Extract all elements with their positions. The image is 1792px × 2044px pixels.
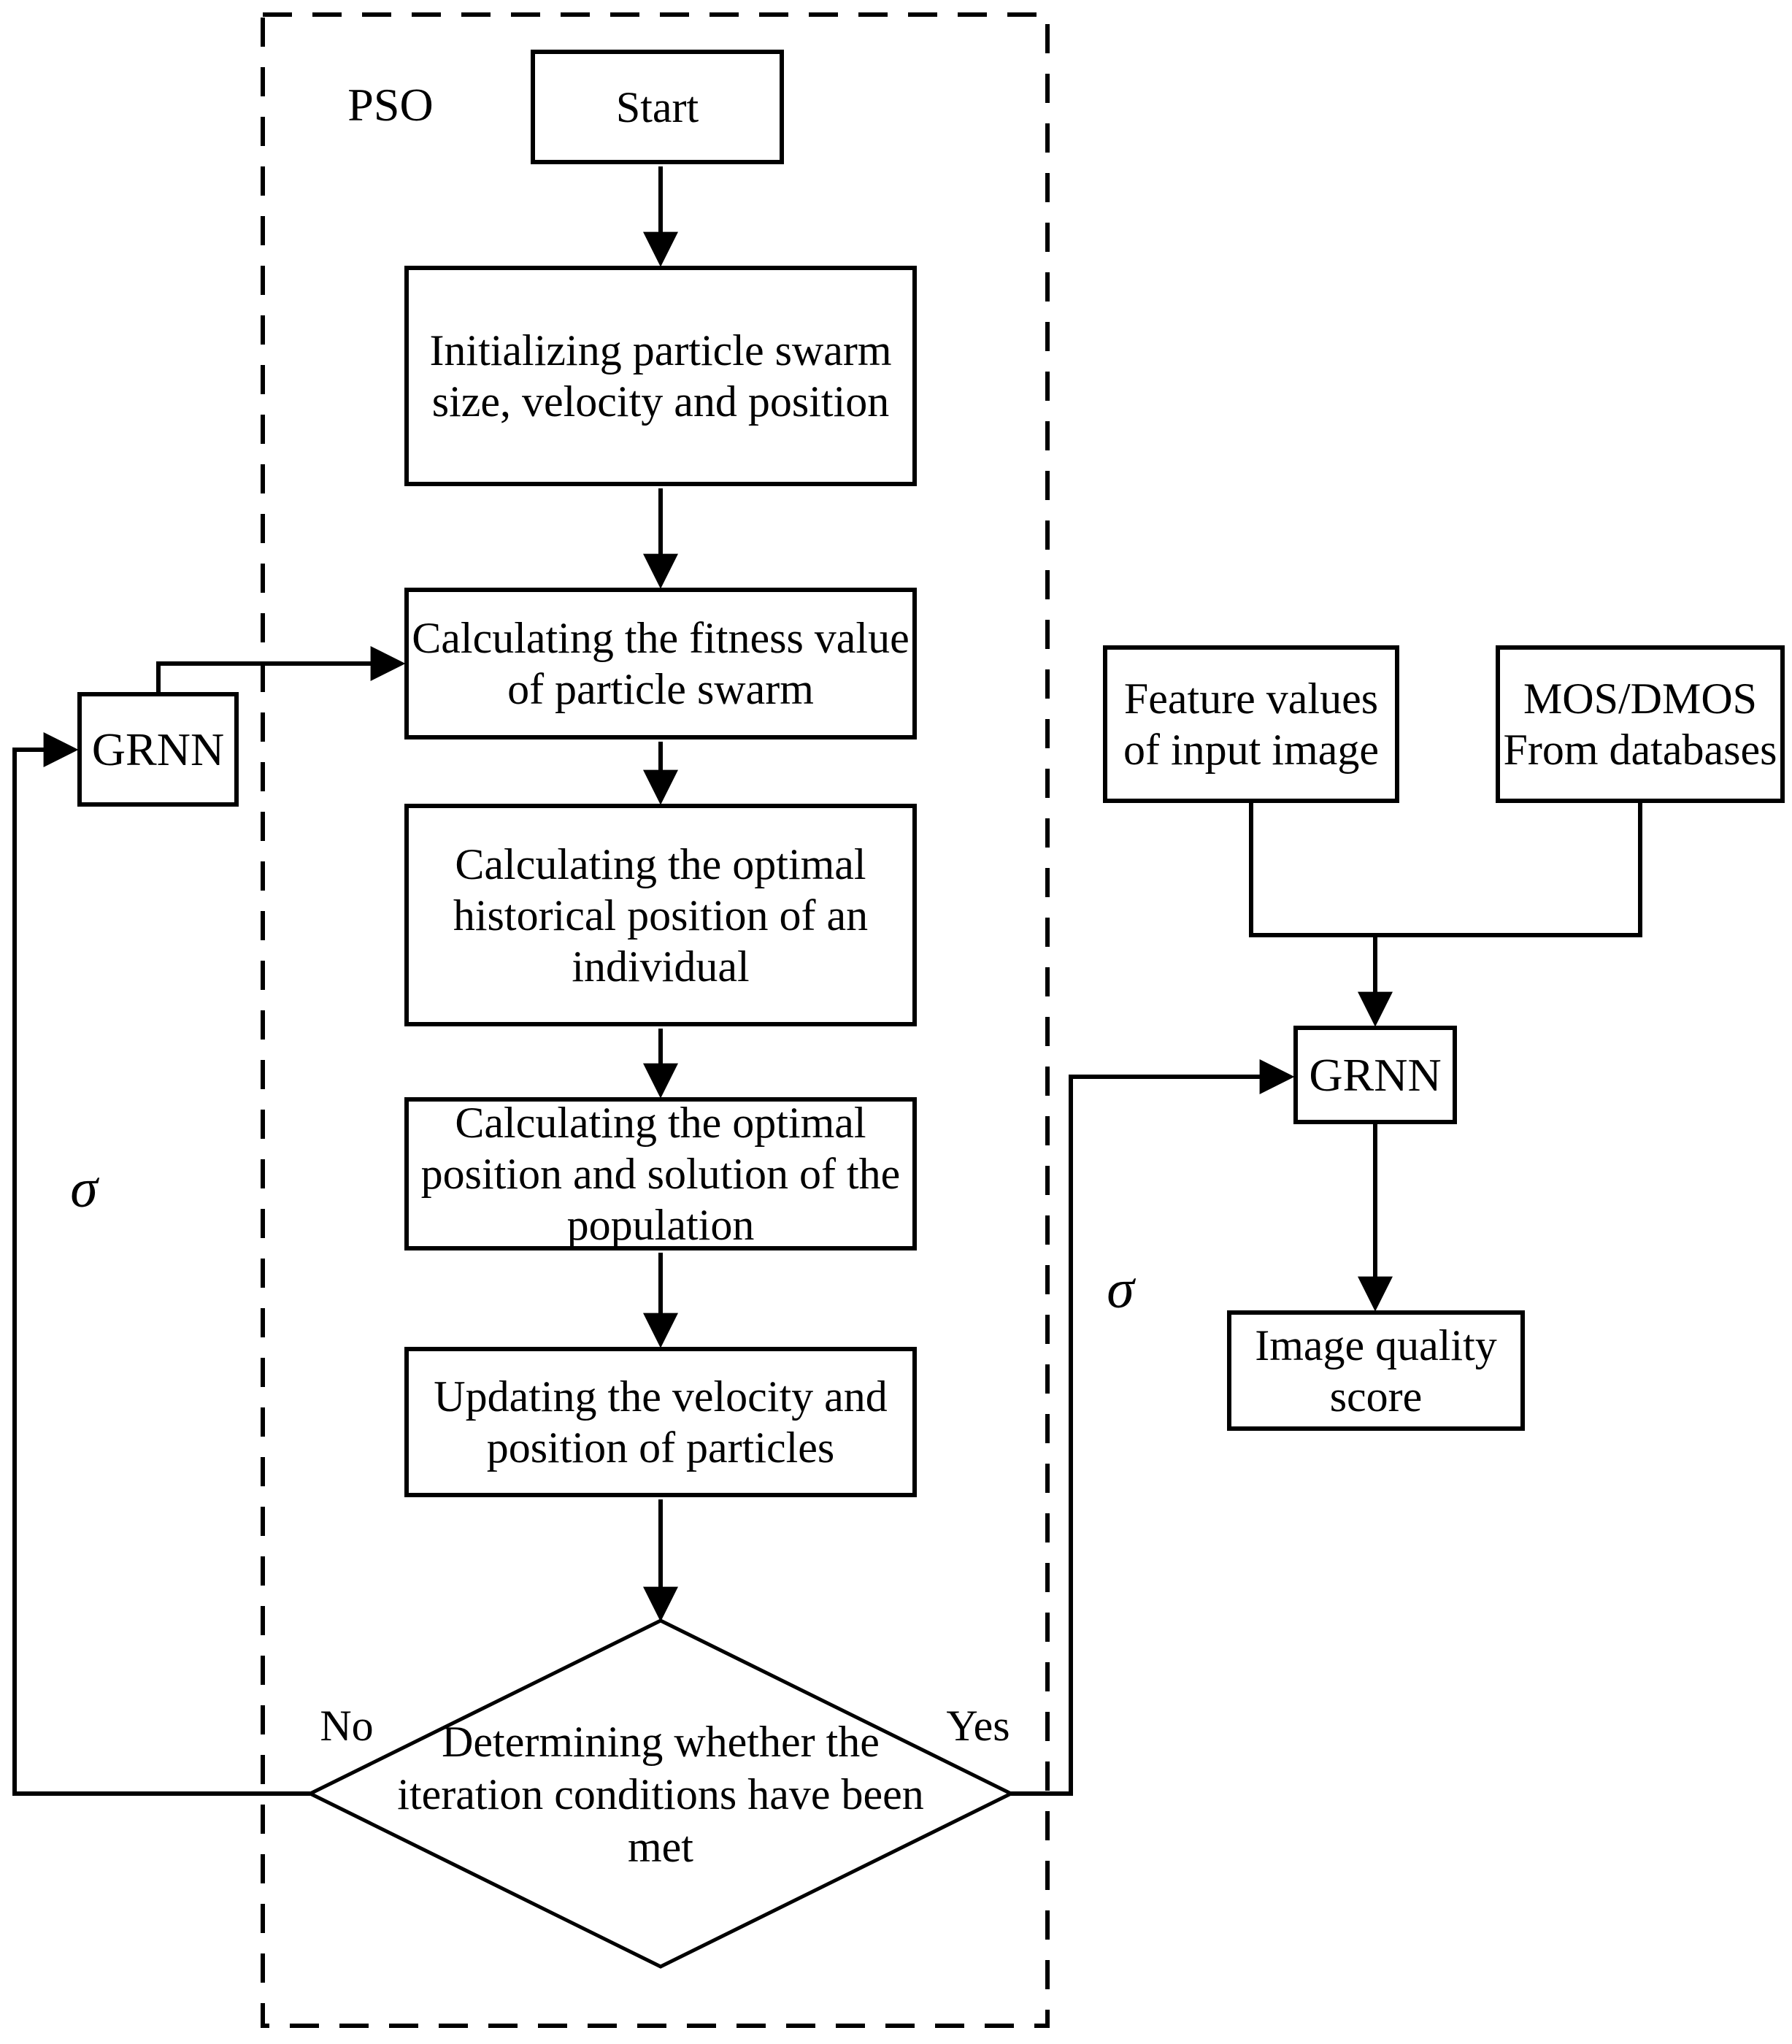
node-mos-dmos: MOS/DMOS From databases [1496,645,1785,803]
sigma-left-label: σ [70,1158,98,1219]
decision-diamond-shape [306,1618,1015,1969]
node-start: Start [531,50,784,164]
node-fitness: Calculating the fitness value of particl… [404,588,917,739]
node-population: Calculating the optimal position and sol… [404,1097,917,1250]
edge-yes-branch [1011,1059,1295,1796]
node-decision-label: Determining whether the iteration condit… [397,1717,924,1871]
yes-branch-label: Yes [946,1702,1010,1750]
node-updating: Updating the velocity and position of pa… [404,1347,917,1497]
node-grnn-pso: GRNN [77,692,239,807]
node-grnn-eval: GRNN [1293,1026,1457,1124]
pso-region-label: PSO [347,79,434,131]
node-historical: Calculating the optimal historical posit… [404,804,917,1026]
node-feature-values: Feature values of input image [1103,645,1399,803]
pso-region-border [261,12,1050,2028]
node-image-quality-score: Image quality score [1227,1310,1525,1431]
sigma-right-label: σ [1107,1259,1134,1320]
edge-no-feedback [12,732,310,1796]
edge-grnn-fitness [156,646,406,692]
node-initialize: Initializing particle swarm size, veloci… [404,266,917,486]
no-branch-label: No [320,1702,374,1750]
